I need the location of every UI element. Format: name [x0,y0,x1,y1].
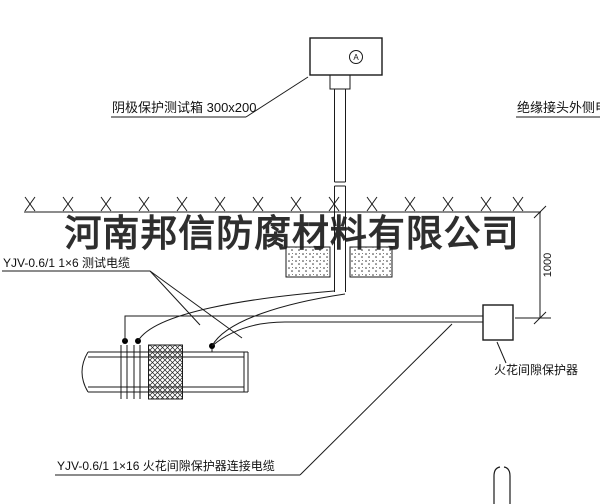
dimension-1000 [515,205,551,325]
ground-hatch-mark [290,196,302,212]
ground-hatch-mark [62,196,74,212]
spark-gap-protector [482,304,514,341]
company-watermark: 河南邦信防腐材料有限公司 [65,213,520,255]
ground-hatch-mark [214,196,226,212]
label-spark-gap-protector: 火花间隙保护器 [494,362,578,377]
label-test-box: 阴极保护测试箱 300x200 [112,100,257,115]
meter-circle [349,50,363,64]
label-insulated-joint-cable: 绝缘接头外侧电缆 [517,100,600,115]
concrete-blocks [285,246,393,278]
ground-hatch-mark [138,196,150,212]
label-test-cable: YJV-0.6/1 1×6 测试电缆 [3,255,130,270]
test-cable-right [211,293,346,347]
ground-hatch-mark [480,196,492,212]
ground-hatch-mark [100,196,112,212]
flange-pair [120,345,141,399]
meter-letter: A [353,53,359,62]
ground-hatch-mark [176,196,188,212]
ground-hatch-mark [252,196,264,212]
test-box [309,37,383,76]
conduit [329,74,351,292]
ground-hatch-mark [366,196,378,212]
protector-cable-right [211,321,483,347]
clamp-symbol [493,466,511,504]
insulating-joint [148,344,183,400]
cables [124,290,483,347]
ground-hatch-mark [512,196,524,212]
ground-hatch-mark [24,196,36,212]
label-protector-cable: YJV-0.6/1 1×16 火花间隙保护器连接电缆 [57,458,275,473]
leader-lines [2,76,600,476]
pipe-bell-end [81,351,89,393]
protector-cable-left [124,315,483,341]
pipeline [81,344,249,400]
ground-hatch-marks [24,196,524,212]
test-cable-left [137,290,335,342]
ground-hatch-mark [442,196,454,212]
dimension-text: 1000 [542,253,554,277]
ground-hatch-mark [404,196,416,212]
